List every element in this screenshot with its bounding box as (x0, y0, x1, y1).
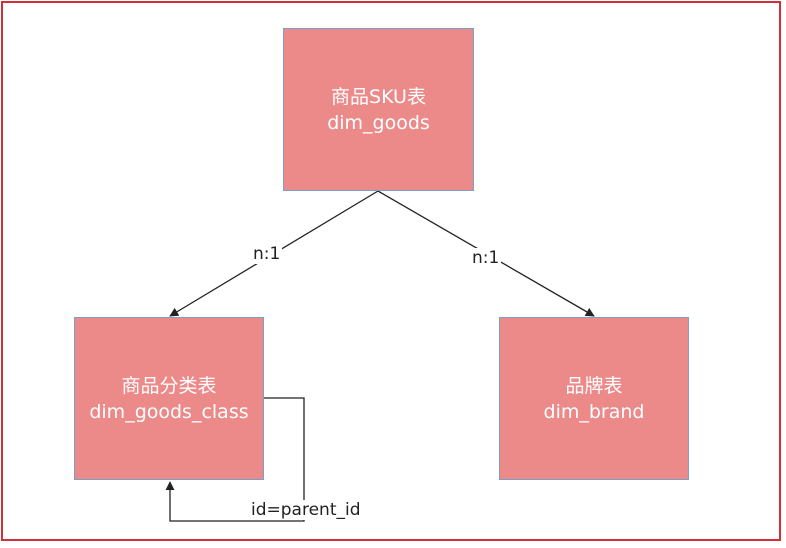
cardinality-label-class: n:1 (251, 244, 283, 264)
cardinality-label-brand: n:1 (470, 248, 502, 268)
node-dim-brand-table: dim_brand (543, 400, 645, 423)
node-dim-brand[interactable]: 品牌表 dim_brand (499, 317, 689, 480)
node-dim-goods-class[interactable]: 商品分类表 dim_goods_class (74, 317, 264, 480)
node-dim-goods-table: dim_goods (327, 111, 430, 134)
diagram-frame (1, 1, 781, 541)
node-dim-goods-class-table: dim_goods_class (89, 400, 249, 423)
self-join-condition-label: id=parent_id (249, 500, 363, 520)
node-dim-goods-class-title: 商品分类表 (121, 374, 217, 397)
node-dim-goods-title: 商品SKU表 (331, 85, 426, 108)
node-dim-brand-title: 品牌表 (565, 374, 623, 397)
node-dim-goods[interactable]: 商品SKU表 dim_goods (283, 28, 474, 191)
edge-class-self-reference (165, 397, 305, 522)
